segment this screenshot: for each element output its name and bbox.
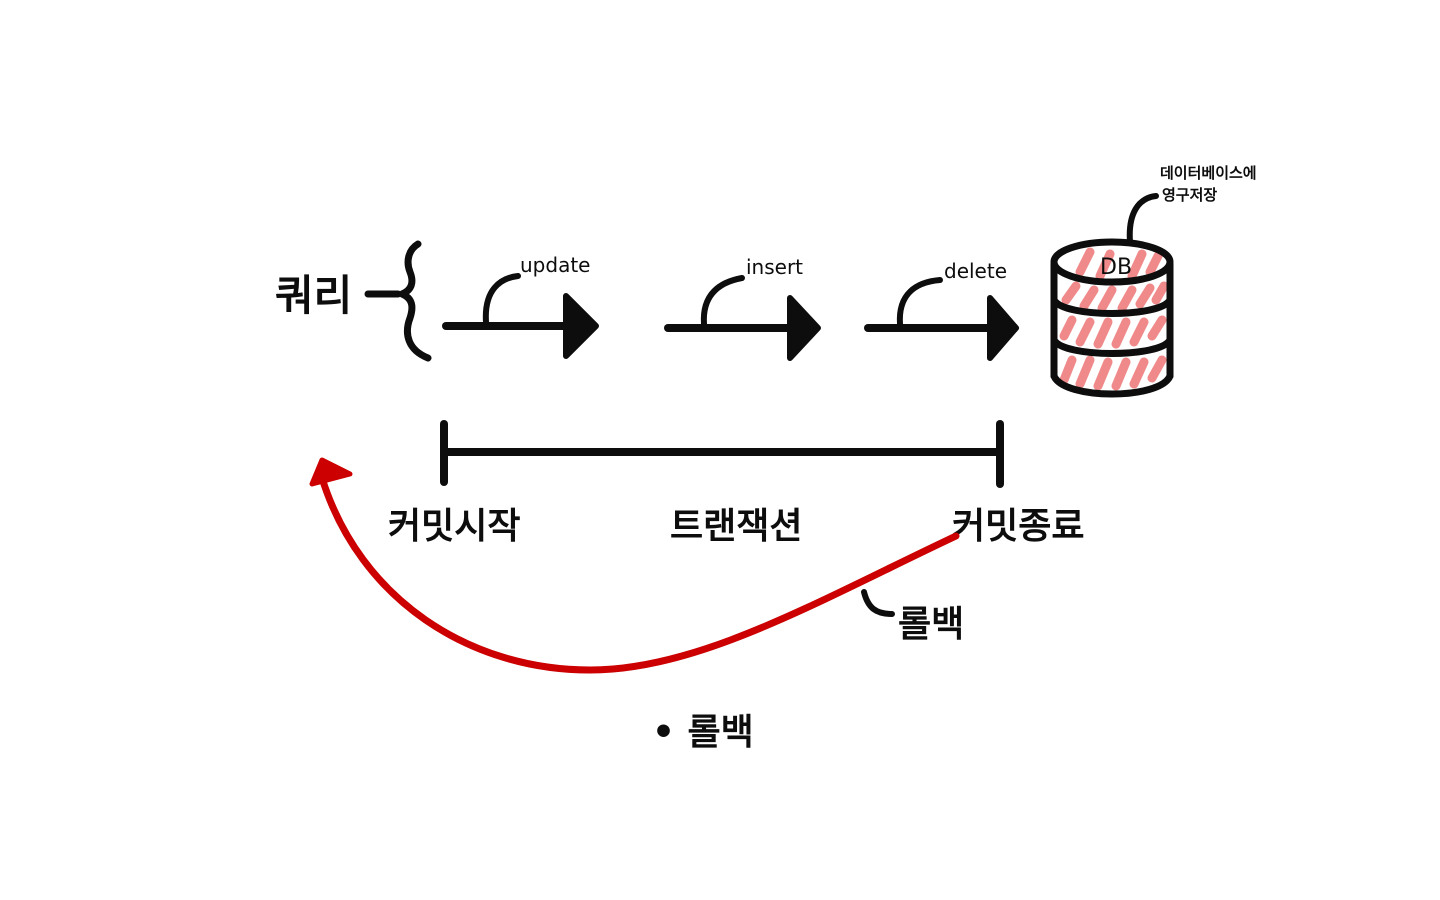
rollback-bullet: • 롤백 — [652, 712, 754, 753]
update-arrow — [442, 273, 599, 359]
db-note-line1: 데이터베이스에 — [1160, 164, 1257, 182]
commit-end-label: 커밋종료 — [952, 506, 1084, 547]
delete-arrow — [864, 277, 1019, 361]
insert-arrow — [664, 275, 821, 361]
database-icon — [1050, 193, 1174, 398]
rollback-leader — [861, 589, 895, 617]
transaction-label: 트랜잭션 — [670, 506, 802, 547]
transaction-span — [440, 420, 1004, 488]
rollback-arrow — [309, 457, 960, 674]
query-label: 쿼리 — [275, 271, 352, 320]
query-brace — [398, 240, 432, 362]
update-label: update — [520, 253, 590, 277]
rollback-label: 롤백 — [898, 604, 964, 645]
db-note-line2: 영구저장 — [1162, 186, 1217, 204]
delete-label: delete — [944, 259, 1007, 283]
insert-label: insert — [746, 255, 803, 279]
commit-start-label: 커밋시작 — [388, 506, 520, 547]
db-label: DB — [1100, 255, 1132, 280]
